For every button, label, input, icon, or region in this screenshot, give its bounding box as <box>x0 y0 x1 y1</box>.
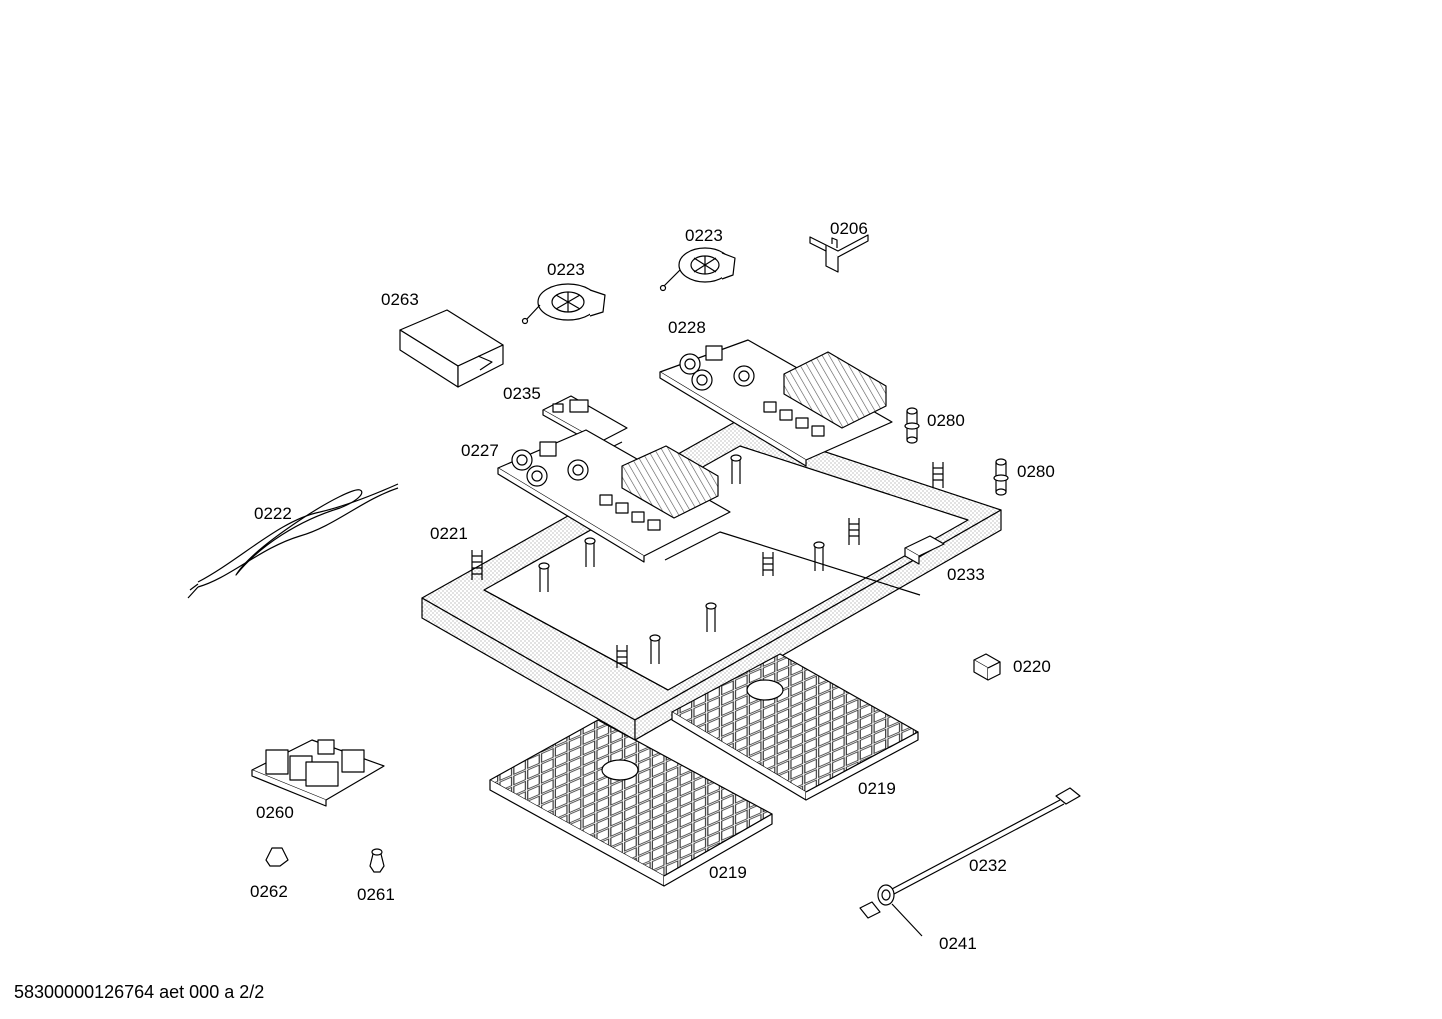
part-0262-foot <box>265 847 289 867</box>
label-0263: 0263 <box>381 290 419 309</box>
part-0260-filter-board <box>251 739 385 807</box>
label-0219-right: 0219 <box>858 779 896 798</box>
label-0280-a: 0280 <box>927 411 965 430</box>
part-0263-cover-box <box>399 309 504 388</box>
label-0219-left: 0219 <box>709 863 747 882</box>
part-0222-cable <box>187 483 399 599</box>
part-0206-bracket <box>809 234 869 273</box>
label-0228: 0228 <box>668 318 706 337</box>
label-0262: 0262 <box>250 882 288 901</box>
label-0221: 0221 <box>430 524 468 543</box>
part-0241-ferrite-ring <box>877 884 923 937</box>
label-0227: 0227 <box>461 441 499 460</box>
part-0219-coil-carrier-right <box>671 653 919 801</box>
label-0220: 0220 <box>1013 657 1051 676</box>
part-0223-fan-left <box>521 283 606 325</box>
label-0261: 0261 <box>357 885 395 904</box>
label-0260: 0260 <box>256 803 294 822</box>
label-0223-left: 0223 <box>547 260 585 279</box>
part-0232-cable <box>859 787 1081 919</box>
label-0280-b: 0280 <box>1017 462 1055 481</box>
part-0227-power-board <box>497 429 731 563</box>
part-0280-pins-on-frame <box>471 454 944 668</box>
label-0223-right: 0223 <box>685 226 723 245</box>
part-frame-base <box>421 421 1002 741</box>
document-id-footer: 58300000126764 aet 000 a 2/2 <box>14 982 265 1002</box>
part-0228-power-board <box>659 339 893 467</box>
label-0233: 0233 <box>947 565 985 584</box>
label-0206: 0206 <box>830 219 868 238</box>
label-0235: 0235 <box>503 384 541 403</box>
part-0280-pin-b <box>993 458 1009 496</box>
part-0233-clip <box>904 535 945 565</box>
label-0232: 0232 <box>969 856 1007 875</box>
part-0223-fan-right <box>659 247 736 292</box>
part-0219-coil-carrier-left <box>489 719 773 887</box>
label-0222: 0222 <box>254 504 292 523</box>
label-0241: 0241 <box>939 934 977 953</box>
part-0261-foot <box>369 848 385 873</box>
part-0220-connector <box>973 653 1001 681</box>
part-0280-pin-a <box>904 407 920 444</box>
